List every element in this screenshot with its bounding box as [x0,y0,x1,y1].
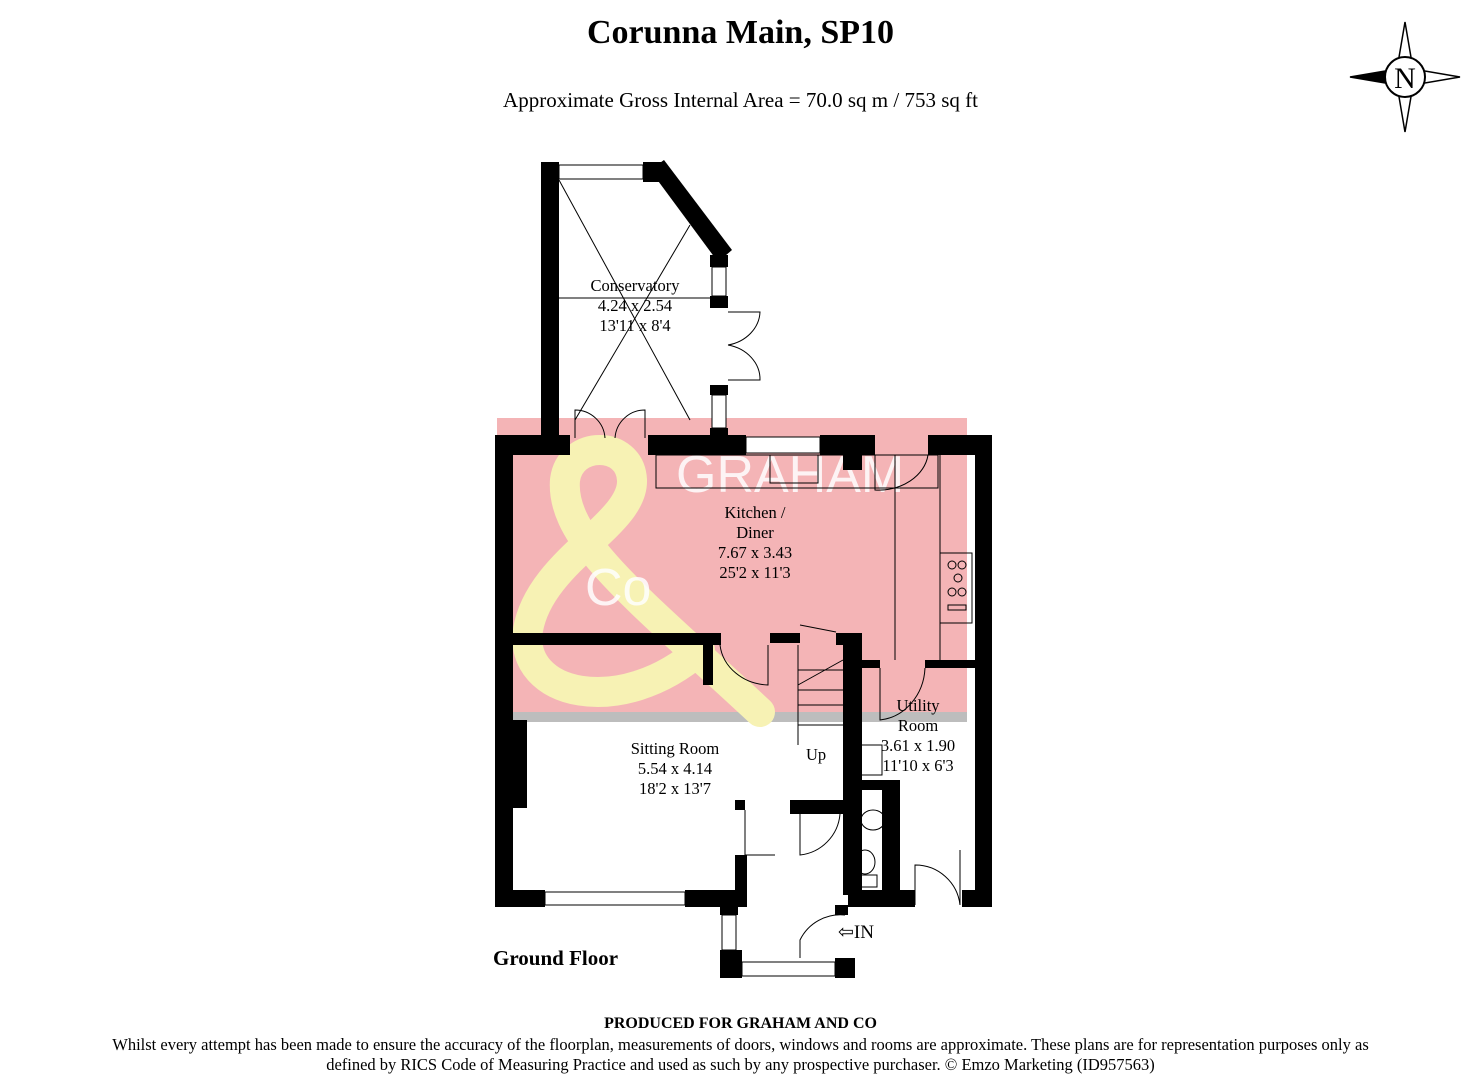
room-sitting-room: Sitting Room 5.54 x 4.14 18'2 x 13'7 [600,739,750,799]
room-metric: 3.61 x 1.90 [880,736,956,755]
gross-area: Approximate Gross Internal Area = 70.0 s… [503,88,978,112]
room-kitchen-diner: Kitchen / Diner 7.67 x 3.43 25'2 x 11'3 [680,503,830,583]
compass-rose-icon: N [1349,21,1461,133]
room-metric: 5.54 x 4.14 [637,759,713,778]
room-utility: Utility Room 3.61 x 1.90 11'10 x 6'3 [858,696,978,776]
overlay-bottom-edge [497,712,967,722]
floor-label: Ground Floor [493,946,619,970]
entrance-text: IN [853,922,874,943]
watermark-text-co: Co [585,559,651,617]
walls [495,160,992,978]
entrance-label: ⇦IN [838,922,874,943]
stairs-label: Up [806,745,827,764]
windows [544,164,836,977]
room-imperial: 18'2 x 13'7 [639,779,711,798]
room-metric: 4.24 x 2.54 [597,296,673,315]
room-name: Sitting Room [630,739,720,758]
watermark-text: GRAHAM [676,446,904,504]
room-name: Utility [896,696,940,715]
room-conservatory: Conservatory 4.24 x 2.54 13'11 x 8'4 [570,276,700,336]
room-imperial: 11'10 x 6'3 [882,756,954,775]
room-metric: 7.67 x 3.43 [717,543,793,562]
watermark-ampersand [512,435,775,727]
plan-title: Corunna Main, SP10 [587,14,894,51]
compass-north-label: N [1394,62,1416,95]
disclaimer: Whilst every attempt has been made to en… [112,1035,1369,1074]
room-name-2: Diner [736,523,774,542]
fixtures [558,179,973,958]
produced-for: PRODUCED FOR GRAHAM AND CO [604,1015,877,1032]
room-imperial: 25'2 x 11'3 [719,563,791,582]
room-name-2: Room [897,716,939,735]
room-imperial: 13'11 x 8'4 [599,316,671,335]
room-name: Kitchen / [724,503,786,522]
room-name: Conservatory [590,276,680,295]
